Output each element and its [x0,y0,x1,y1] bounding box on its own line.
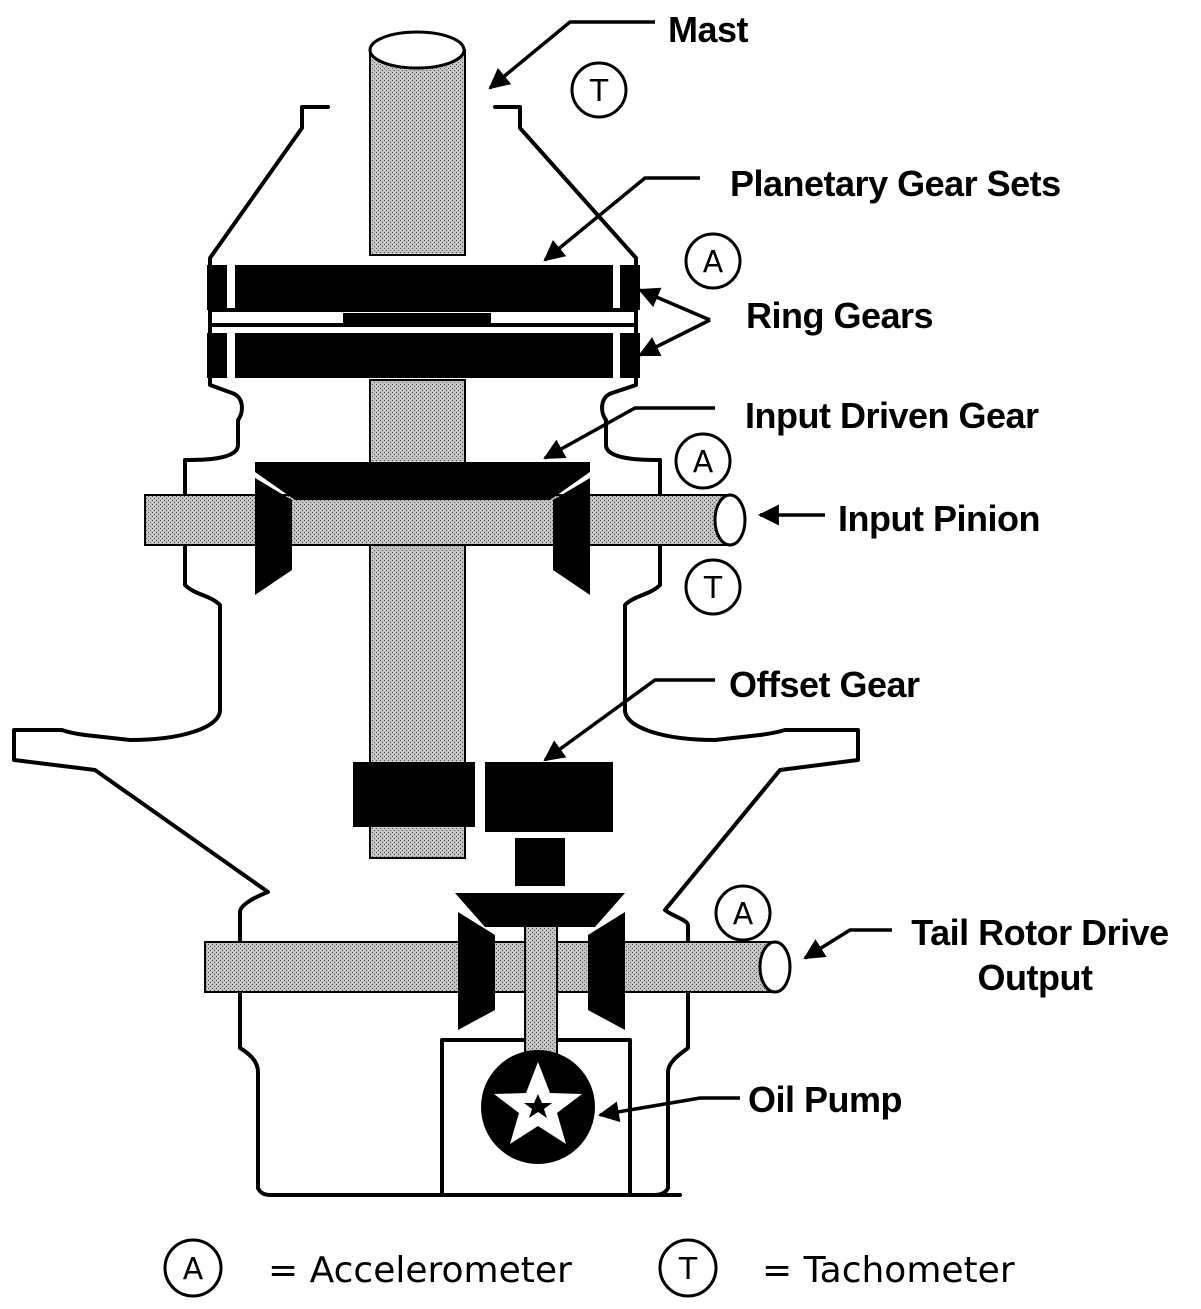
oil-pump [481,1050,595,1164]
input-driven-gear [255,462,590,595]
legend-accelerometer-text: = Accelerometer [268,1250,572,1291]
svg-text:T: T [678,1252,698,1287]
ring-gears [207,265,640,378]
svg-text:T: T [589,74,609,109]
accelerometer-symbol-planetary: A [684,232,742,290]
legend-tachometer: T = Tachometer [658,1238,1015,1298]
label-oil-pump: Oil Pump [748,1079,902,1120]
accelerometer-symbol-input: A [674,432,732,490]
label-input-driven-gear: Input Driven Gear [745,395,1039,436]
svg-text:A: A [183,1252,204,1287]
tail-rotor-shaft [204,924,792,1056]
label-tail-rotor-line2: Output [978,957,1093,998]
legend-accelerometer: A = Accelerometer [163,1238,572,1298]
label-offset-gear: Offset Gear [729,664,920,705]
tail-bevel-gear [455,893,625,1030]
tachometer-symbol-mast: T [570,61,628,119]
label-planetary-gear-sets: Planetary Gear Sets [730,163,1061,204]
label-mast: Mast [668,9,749,50]
svg-text:T: T [703,571,723,606]
offset-gear [353,762,613,886]
label-tail-rotor-line1: Tail Rotor Drive [911,912,1168,953]
svg-text:A: A [693,445,714,480]
accelerometer-symbol-tail: A [714,884,772,942]
input-pinion-shaft [144,493,747,547]
svg-text:A: A [703,245,724,280]
label-input-pinion: Input Pinion [838,498,1040,539]
label-ring-gears: Ring Gears [746,295,933,336]
mast-shaft [368,30,466,859]
svg-text:A: A [733,897,754,932]
tachometer-symbol-input: T [684,558,742,616]
leader-arrows [488,20,892,1123]
planetary-gear-sets [235,265,613,378]
legend-tachometer-text: = Tachometer [762,1250,1015,1291]
